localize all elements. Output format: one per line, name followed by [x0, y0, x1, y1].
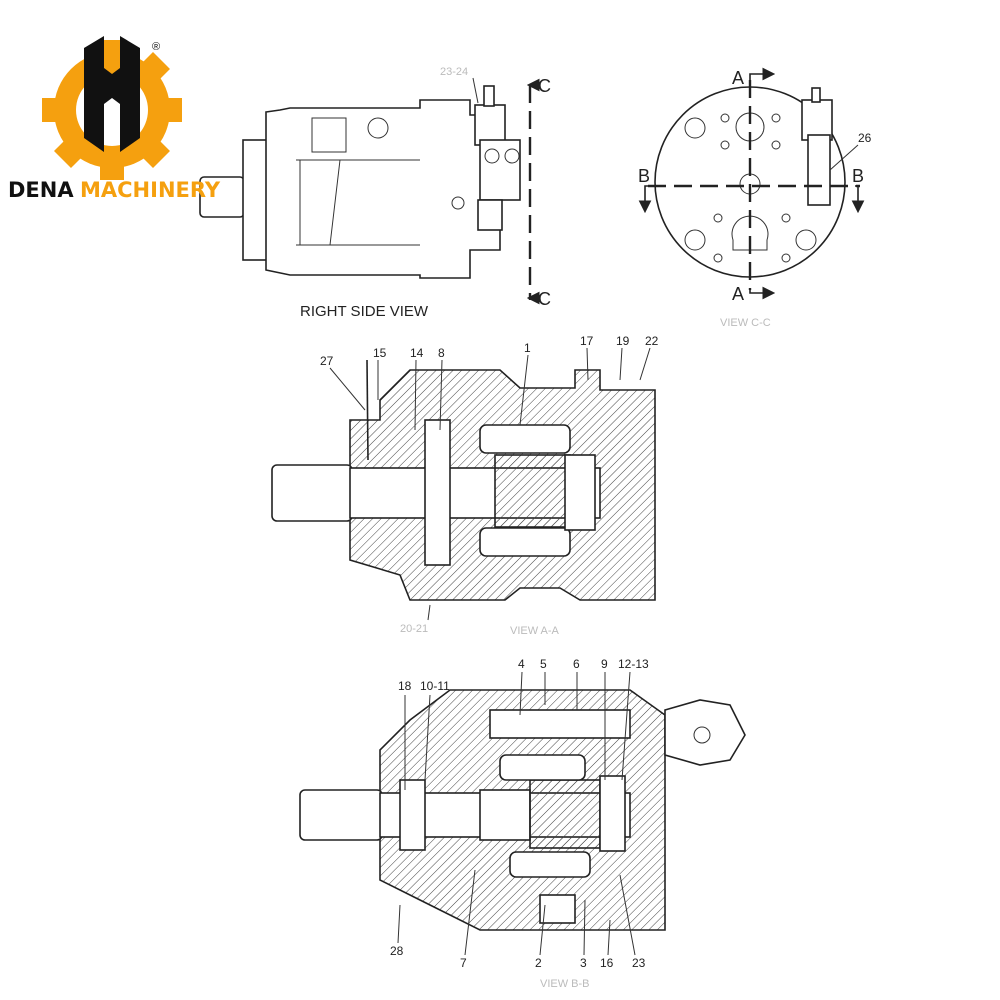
callout-14: 14 [410, 346, 424, 360]
callouts-a-a: 27 15 14 8 1 17 19 22 [320, 334, 659, 368]
callout-12-13: 12-13 [618, 657, 649, 671]
callout-8: 8 [438, 346, 445, 360]
section-mark-b-left: B [638, 166, 650, 186]
callout-28: 28 [390, 944, 404, 958]
section-mark-c-top: C [538, 76, 551, 96]
callout-17: 17 [580, 334, 594, 348]
section-mark-a-top: A [732, 68, 744, 88]
spline-shaft [271, 464, 353, 522]
section-mark-a-bottom: A [732, 284, 744, 304]
h-mark-icon [84, 36, 140, 152]
callout-20-21: 20-21 [400, 623, 428, 635]
view-c-c: A A B B 26 VIEW C-C [638, 67, 872, 329]
section-a-a: 27 15 14 8 1 17 19 22 20-21 VIEW A-A [271, 334, 659, 637]
callout-18: 18 [398, 679, 412, 693]
company-logo: ® DENA MACHINERY [8, 36, 221, 202]
section-mark-b-right: B [852, 166, 864, 186]
callout-22: 22 [645, 334, 659, 348]
callout-7: 7 [460, 956, 467, 970]
callout-4: 4 [518, 657, 525, 671]
spline-shaft [299, 789, 383, 841]
callout-2: 2 [535, 956, 542, 970]
callout-26: 26 [858, 131, 872, 145]
callout-19: 19 [616, 334, 630, 348]
callout-23-24: 23-24 [440, 66, 468, 78]
caption-view-b-b: VIEW B-B [540, 978, 590, 990]
callout-15: 15 [373, 346, 387, 360]
callout-10-11: 10-11 [420, 679, 450, 693]
callout-5: 5 [540, 657, 547, 671]
callouts-b-b-top: 18 10-11 4 5 6 9 12-13 [398, 657, 649, 693]
callout-16: 16 [600, 956, 614, 970]
registered-mark: ® [152, 41, 160, 53]
brand-name-black: DENA [8, 178, 74, 202]
brand-name-orange: MACHINERY [80, 178, 221, 202]
caption-view-a-a: VIEW A-A [510, 625, 560, 637]
callouts-b-b-bottom: 28 7 2 3 16 23 [390, 944, 646, 970]
gear-icon [42, 40, 182, 180]
section-b-b: 18 10-11 4 5 6 9 12-13 28 7 2 3 16 23 VI… [299, 657, 746, 990]
callout-6: 6 [573, 657, 580, 671]
callout-1: 1 [524, 341, 531, 355]
callout-27: 27 [320, 354, 334, 368]
right-side-view: 23-24 C C RIGHT SIDE VIEW [199, 66, 551, 320]
caption-right-side-view: RIGHT SIDE VIEW [300, 303, 429, 320]
section-mark-c-bottom: C [538, 289, 551, 309]
caption-view-c-c: VIEW C-C [720, 317, 771, 329]
callout-23: 23 [632, 956, 646, 970]
callout-3: 3 [580, 956, 587, 970]
callout-9: 9 [601, 657, 608, 671]
